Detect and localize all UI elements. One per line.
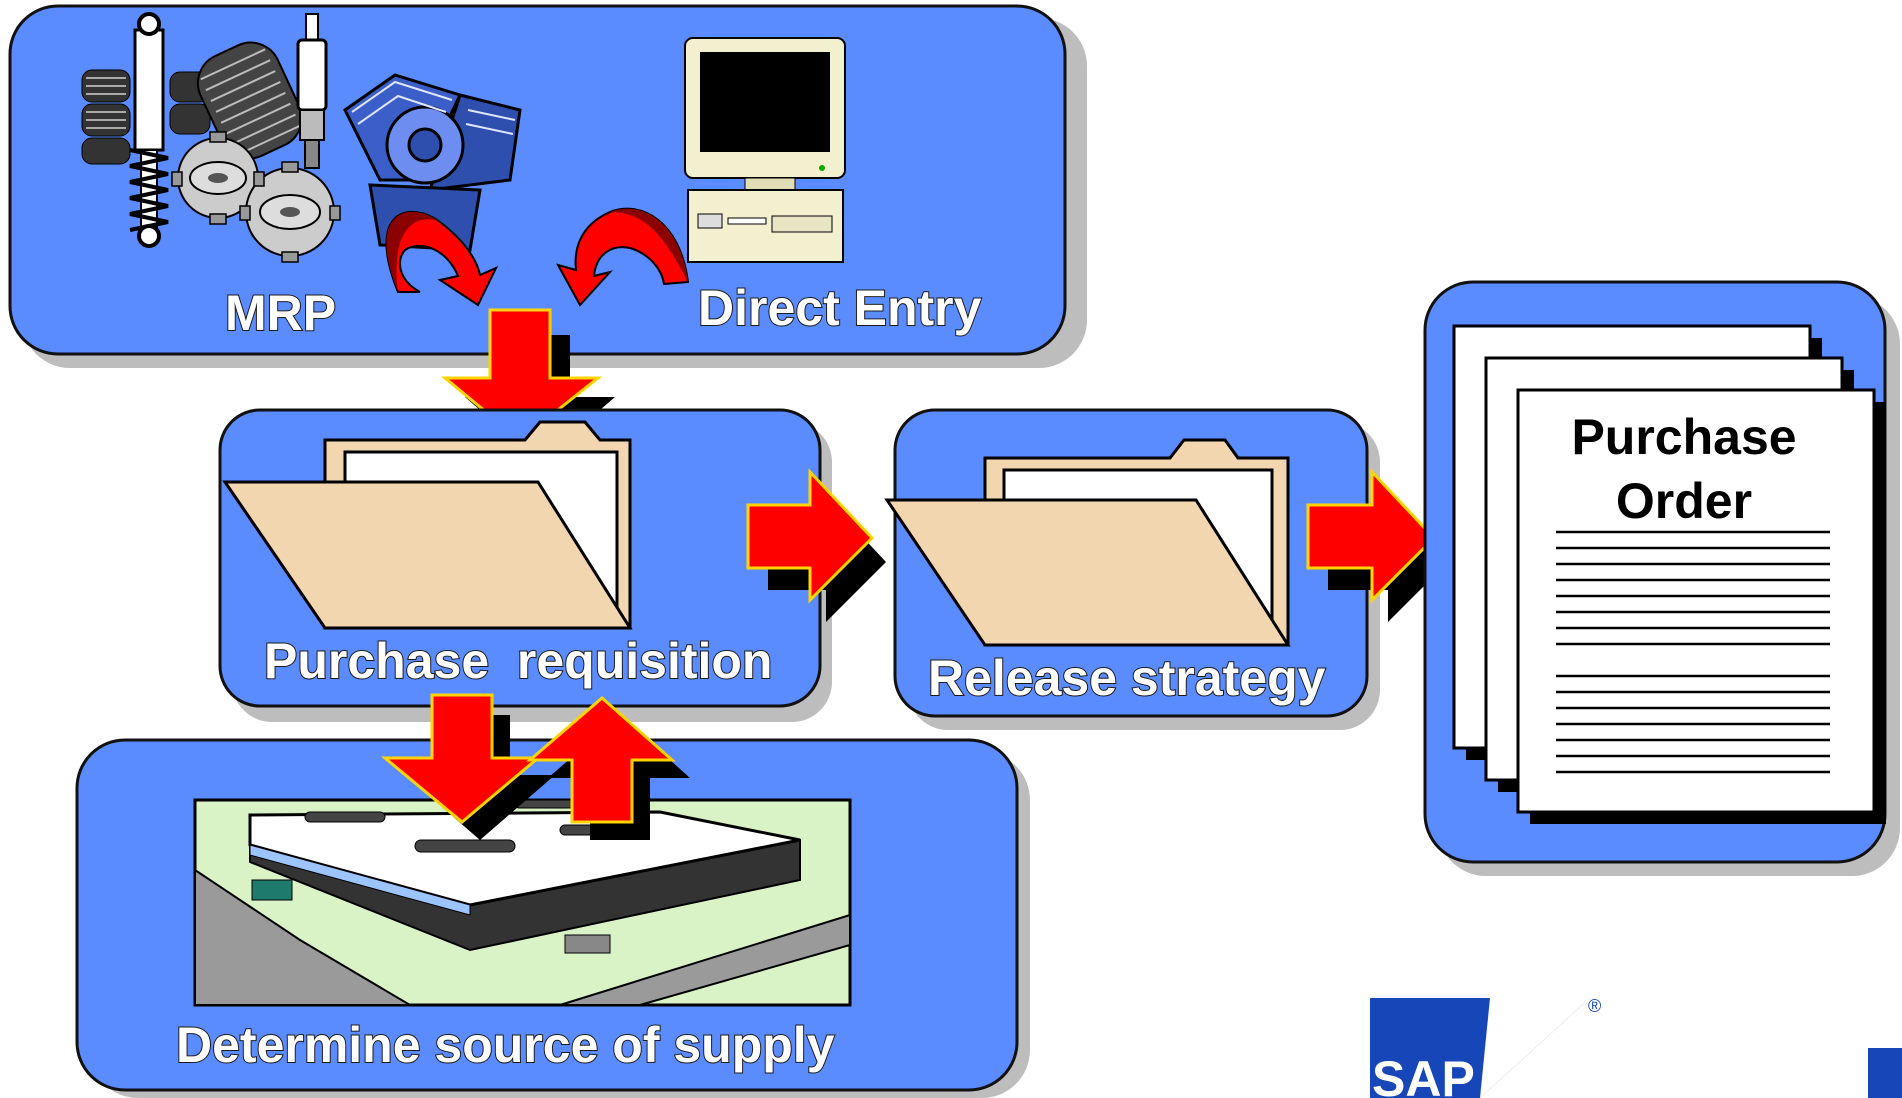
purchase-requisition-label: Purchase requisition bbox=[264, 633, 772, 689]
warehouse-icon bbox=[193, 798, 852, 1007]
purchase-order-title-line2: Order bbox=[1616, 473, 1752, 529]
source-of-supply-label: Determine source of supply bbox=[176, 1017, 835, 1073]
direct-entry-label: Direct Entry bbox=[698, 280, 982, 336]
corner-blue-block bbox=[1868, 1048, 1902, 1098]
mrp-label: MRP bbox=[225, 285, 336, 341]
arrow-release-to-purchase-order bbox=[1306, 468, 1448, 622]
arrow-requisition-to-release bbox=[746, 468, 886, 622]
curved-arrow-direct-entry bbox=[555, 207, 690, 307]
sap-logo: SAP ® bbox=[1370, 996, 1601, 1098]
computer-icon bbox=[684, 37, 846, 263]
release-strategy-label: Release strategy bbox=[928, 650, 1326, 706]
registered-mark: ® bbox=[1588, 996, 1601, 1016]
requisition-folder-icon bbox=[222, 420, 633, 630]
purchase-order-document-icon bbox=[1452, 324, 1886, 824]
purchase-order-title-line1: Purchase bbox=[1571, 409, 1796, 465]
sap-logo-text: SAP bbox=[1372, 1051, 1475, 1098]
curved-arrow-mrp bbox=[385, 210, 499, 307]
arrow-supply-to-requisition bbox=[525, 696, 690, 840]
release-folder-icon bbox=[884, 438, 1291, 647]
arrow-requisition-to-supply bbox=[380, 693, 555, 840]
